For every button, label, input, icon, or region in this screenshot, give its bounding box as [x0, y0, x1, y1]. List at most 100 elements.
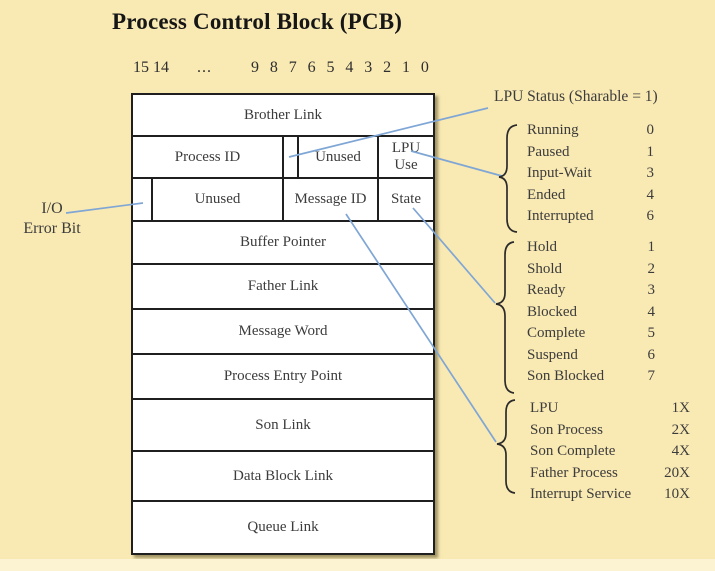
table-row: Buffer Pointer — [133, 220, 433, 263]
legend-label: Son Blocked — [527, 368, 605, 384]
table-row: Message Word — [133, 308, 433, 353]
legend-label: Running — [527, 122, 579, 138]
table-cell: Queue Link — [247, 519, 319, 535]
legend-item: Shold 2 — [527, 259, 655, 281]
table-cell: Message Word — [238, 323, 328, 339]
table-cell: Unused — [297, 137, 377, 177]
legend-value: 5 — [647, 325, 656, 341]
table-row: Queue Link — [133, 500, 433, 553]
legend-value: 6 — [646, 208, 655, 224]
legend-value: 4X — [671, 443, 690, 459]
legend-item: Paused 1 — [527, 142, 654, 164]
table-cell: Buffer Pointer — [240, 234, 326, 250]
bit-digit: 5 — [326, 59, 335, 76]
legend-label: Paused — [527, 143, 570, 160]
legend-item: Son Blocked 7 — [527, 366, 655, 388]
table-cell: Data Block Link — [233, 467, 333, 484]
legend-value: 4 — [647, 303, 656, 320]
legend-item: Running 0 — [527, 120, 654, 142]
legend-label: LPU — [530, 400, 559, 416]
io-error-bit-callout: I/O Error Bit — [2, 199, 102, 239]
table-cell: Father Link — [247, 278, 319, 294]
bit-digit: 4 — [345, 59, 354, 76]
bit-digit: 6 — [307, 59, 316, 76]
table-cell: State — [377, 179, 433, 220]
table-row: Process Entry Point — [133, 353, 433, 398]
bottom-strip — [0, 559, 715, 571]
table-cell: Unused — [151, 179, 282, 220]
brace-state-values — [495, 241, 515, 394]
legend-value: 2 — [647, 260, 656, 277]
table-row: Data Block Link — [133, 450, 433, 500]
table-cell-empty — [282, 137, 297, 177]
table-cell: LPU Use — [377, 137, 433, 177]
legend-label: Son Process — [530, 421, 603, 438]
table-cell: Process ID — [174, 148, 241, 165]
bit-digit: 0 — [420, 59, 429, 76]
lpu-status-callout: LPU Status (Sharable = 1) — [494, 88, 658, 105]
page-title: Process Control Block (PCB) — [112, 9, 403, 34]
legend-item: Son Complete 4X — [530, 441, 690, 463]
legend-value: 2X — [671, 421, 690, 438]
legend-value: 3 — [646, 165, 655, 181]
legend-item: Input-Wait 3 — [527, 163, 654, 185]
bit-ruler-ellipsis: ... — [197, 59, 212, 76]
legend-item: LPU 1X — [530, 398, 690, 420]
legend-value: 1 — [646, 143, 655, 160]
legend-label: Complete — [527, 325, 586, 341]
table-cell: Son Link — [255, 416, 311, 433]
legend-label: Hold — [527, 239, 557, 255]
legend-item: Complete 5 — [527, 323, 655, 345]
bit-ruler-high-bits: 15 14 — [133, 59, 169, 76]
table-row: Father Link — [133, 263, 433, 308]
legend-item: Interrupted 6 — [527, 206, 654, 228]
legend-item: Son Process 2X — [530, 420, 690, 442]
legend-item: Ready 3 — [527, 280, 655, 302]
bit-digit: 1 — [402, 59, 410, 76]
table-cell: Message ID — [282, 179, 377, 220]
table-row: Son Link — [133, 398, 433, 450]
legend-label: Father Process — [530, 464, 618, 481]
legend-label: Blocked — [527, 303, 577, 320]
legend-label: Input-Wait — [527, 165, 592, 181]
legend-label: Son Complete — [530, 443, 616, 459]
table-cell: Brother Link — [244, 106, 322, 123]
table-cell: Process Entry Point — [223, 368, 343, 384]
legend-item: Hold 1 — [527, 237, 655, 259]
legend-value: 1 — [647, 239, 656, 255]
legend-value: 7 — [647, 368, 656, 384]
io-error-bit-line1: I/O — [41, 200, 63, 217]
legend-label: Interrupted — [527, 208, 594, 224]
legend-label: Suspend — [527, 346, 578, 363]
bit-digit: 7 — [288, 59, 297, 76]
legend-label: Interrupt Service — [530, 486, 632, 502]
legend-label: Ended — [527, 186, 566, 203]
legend-value: 1X — [671, 400, 690, 416]
bit-digit: 3 — [364, 59, 373, 76]
bit-digit: 8 — [269, 59, 278, 76]
bit-digit: 2 — [383, 59, 392, 76]
legend-label: Ready — [527, 282, 566, 298]
bit-digit: 9 — [251, 59, 259, 76]
legend-value: 0 — [646, 122, 655, 138]
table-cell-empty — [133, 179, 151, 220]
brace-lpu-use-values — [498, 124, 518, 233]
table-row: Brother Link — [133, 95, 433, 135]
legend-item: Father Process 20X — [530, 463, 690, 485]
brace-message-id-values — [496, 399, 516, 494]
legend-value: 3 — [647, 282, 656, 298]
legend-label: Shold — [527, 260, 563, 277]
legend-message-id-values: LPU 1X Son Process 2X Son Complete 4X Father P… — [530, 398, 690, 506]
legend-value: 20X — [664, 464, 690, 481]
